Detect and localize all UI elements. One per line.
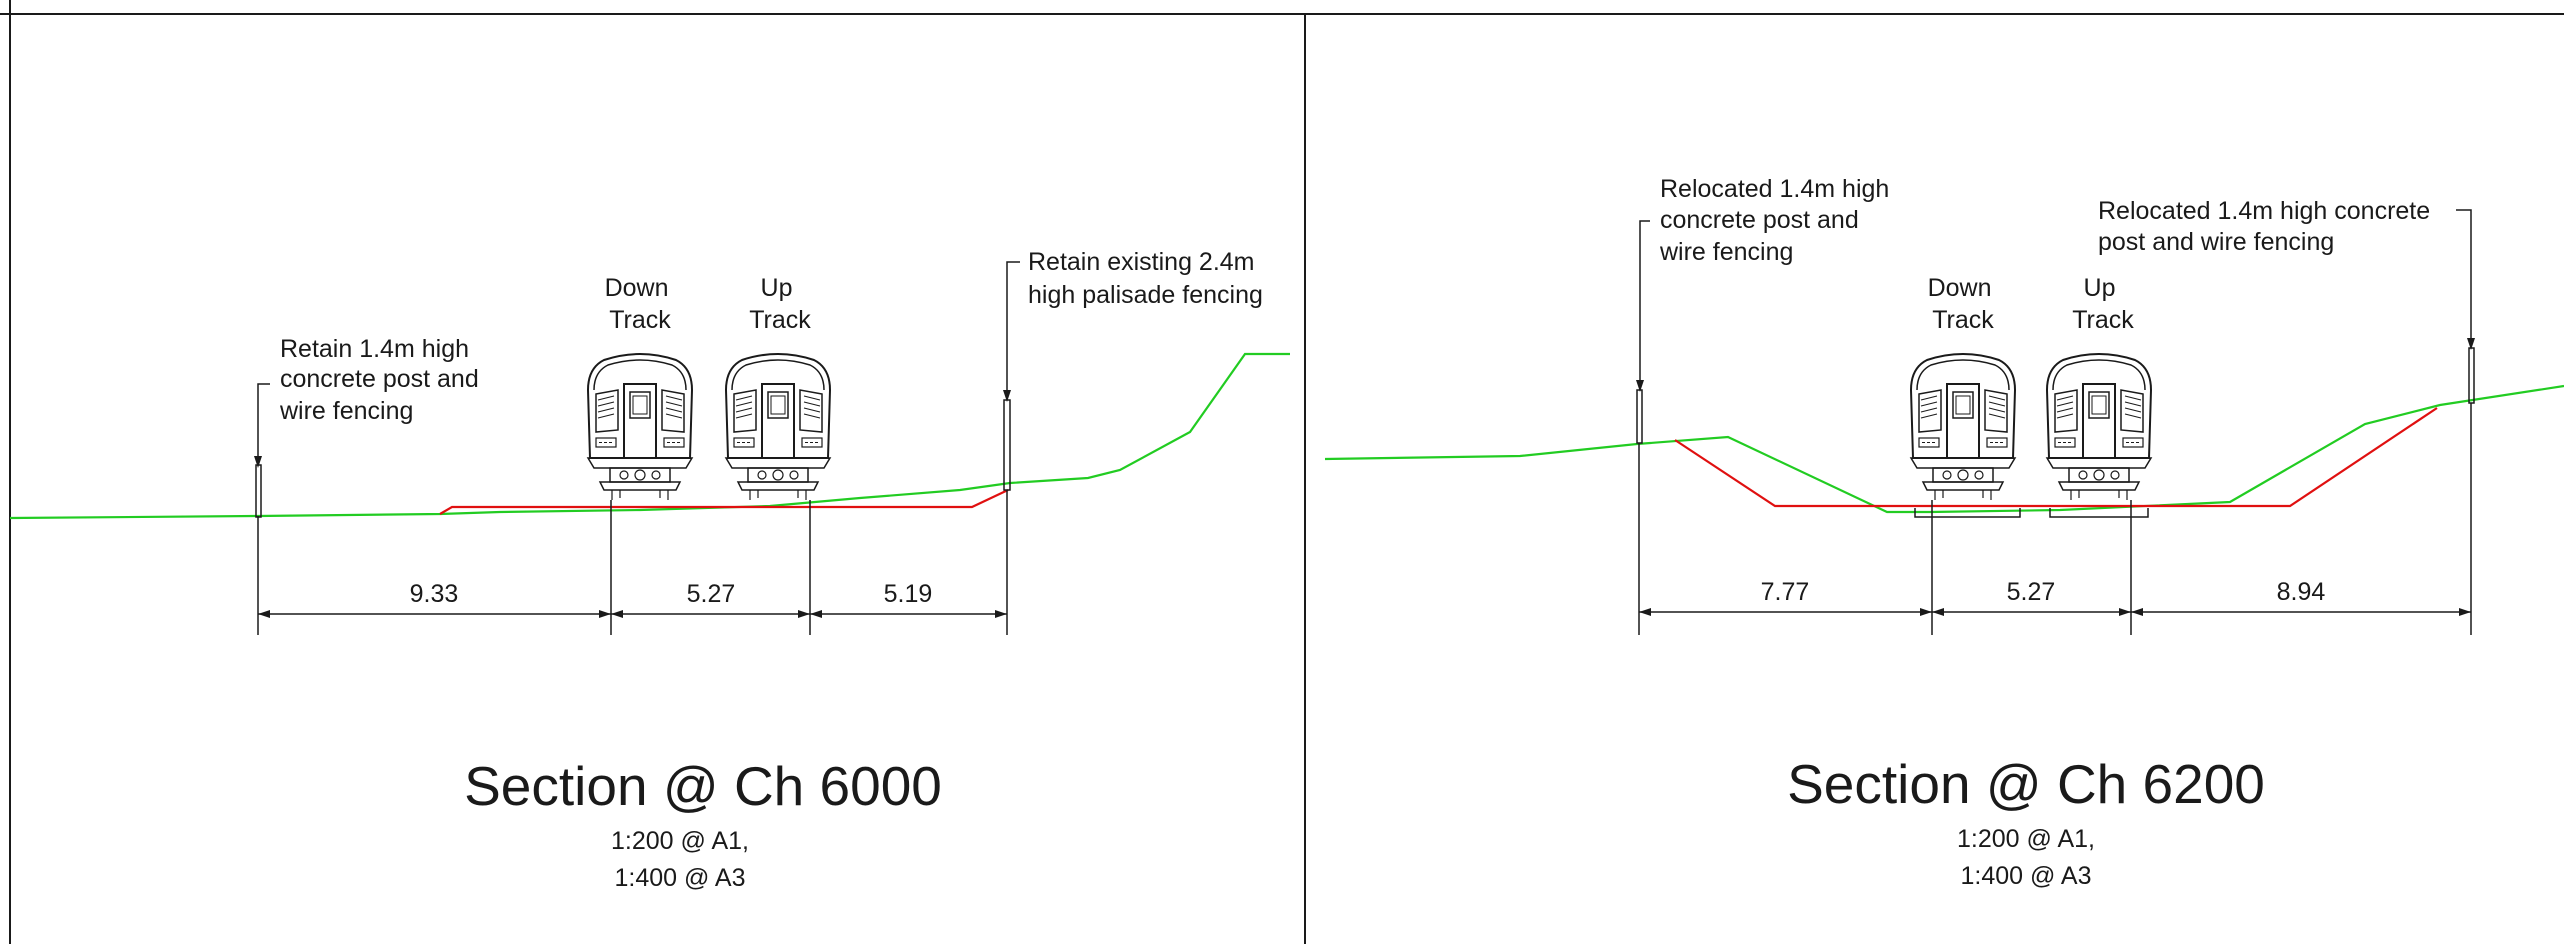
- section-ch6200: Relocated 1.4m high concrete post and wi…: [1324, 175, 2564, 890]
- train-down-track: [1910, 353, 2016, 501]
- leader-left: [1639, 220, 1650, 390]
- dimension-value-2: 5.27: [687, 580, 736, 608]
- annotation-relocated-fence-left: Relocated 1.4m high concrete post and wi…: [1659, 175, 1896, 266]
- track-label-down: Down Track: [1928, 274, 1999, 334]
- leader-right-arrow: [1003, 390, 1011, 402]
- fence-post-left: [255, 464, 262, 518]
- track-label-up: Up Track: [2072, 274, 2134, 334]
- palisade-fence-right: [1003, 399, 1011, 491]
- dimension-value-1: 9.33: [410, 580, 459, 608]
- train-up-track: [2046, 353, 2152, 501]
- dimension-value-3: 5.19: [884, 580, 933, 608]
- train-down-track: [587, 353, 693, 501]
- annotation-relocated-fence-right: Relocated 1.4m high concrete post and wi…: [2098, 197, 2437, 256]
- proposed-formation-line: [439, 489, 1009, 515]
- track-label-up: Up Track: [749, 274, 811, 334]
- existing-ground-line: [9, 352, 1290, 520]
- leader-right: [1006, 261, 1020, 400]
- section-ch6000: Retain 1.4m high concrete post and wire …: [9, 248, 1290, 892]
- scale-line-1: 1:200 @ A1,: [611, 827, 749, 855]
- leader-left-arrow: [254, 456, 262, 468]
- section-title: Section @ Ch 6000: [464, 755, 942, 817]
- section-title: Section @ Ch 6200: [1787, 753, 2265, 815]
- scale-line-1: 1:200 @ A1,: [1957, 825, 2095, 853]
- ballast-down: [1914, 508, 2021, 518]
- leader-left: [257, 383, 270, 465]
- track-label-down: Down Track: [605, 274, 676, 334]
- fence-post-right: [2468, 347, 2475, 404]
- dimension-chain: [1638, 403, 2472, 635]
- ballast-up: [2049, 508, 2149, 518]
- dimension-value-2: 5.27: [2007, 578, 2056, 606]
- dimension-value-1: 7.77: [1761, 578, 1810, 606]
- proposed-formation-line: [1674, 407, 2438, 508]
- fence-post-left: [1636, 389, 1643, 444]
- leader-right: [2456, 209, 2472, 348]
- scale-line-2: 1:400 @ A3: [614, 864, 745, 892]
- annotation-retain-fence-1: Retain 1.4m high concrete post and wire …: [279, 335, 486, 425]
- leader-left-arrow: [1636, 380, 1644, 392]
- dimension-chain: [257, 490, 1008, 635]
- existing-ground-line: [1324, 384, 2564, 514]
- scale-line-2: 1:400 @ A3: [1960, 862, 2091, 890]
- dimension-value-3: 8.94: [2277, 578, 2326, 606]
- leader-right-arrow: [2467, 338, 2475, 350]
- train-up-track: [725, 353, 831, 501]
- annotation-retain-palisade: Retain existing 2.4m high palisade fenci…: [1028, 248, 1263, 309]
